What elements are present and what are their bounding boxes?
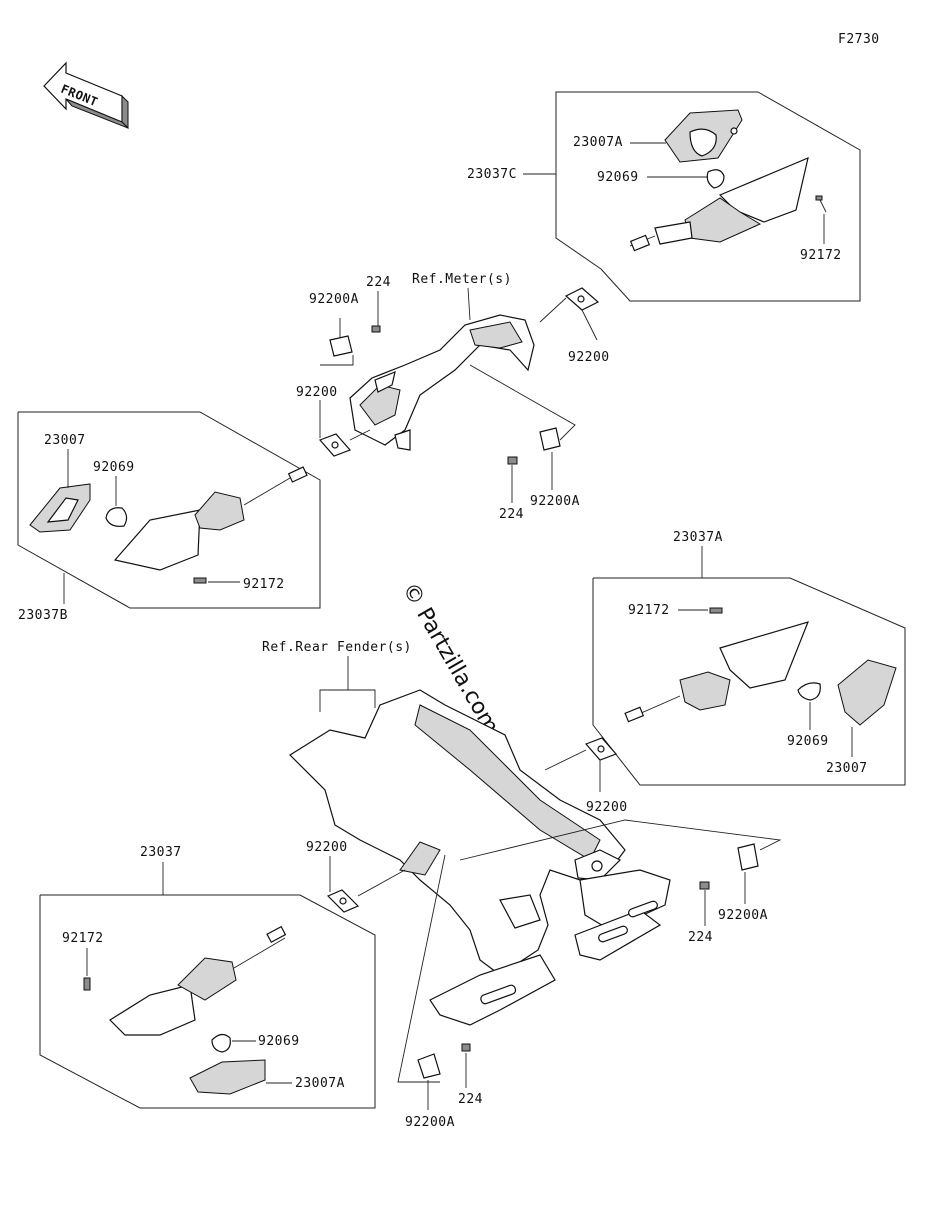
lens-23007a-bottom: [189, 1059, 266, 1095]
signal-body-top: [654, 156, 809, 245]
bulb-92069-left: [105, 507, 128, 527]
label-92200a-rear-right: 92200A: [718, 908, 768, 923]
label-23007-left: 23007: [44, 433, 86, 448]
label-92069-bottom: 92069: [258, 1034, 300, 1049]
signal-body-left: [113, 466, 308, 571]
gasket-92200-right: [584, 737, 618, 761]
frame-23037a: [592, 577, 906, 786]
figure-code: F2730: [838, 32, 880, 47]
label-224-bottom: 224: [458, 1092, 483, 1107]
lens-23007-right: [837, 659, 897, 726]
gasket-92200-mid: [318, 433, 352, 457]
clip-92200a-front-right: [539, 427, 561, 451]
label-92200-right: 92200: [586, 800, 628, 815]
ref-rear-fender-label: Ref.Rear Fender(s): [262, 640, 412, 655]
clip-92200a-bottom: [417, 1053, 441, 1079]
wire-connector-top: [629, 234, 656, 252]
screw-92172-bottom: [83, 977, 91, 991]
screw-224-bottom: [461, 1043, 471, 1052]
front-bracket: [349, 314, 535, 451]
front-arrow-icon: FRONT: [43, 61, 129, 130]
lens-23007-left: [29, 483, 91, 533]
clip-92200a-rear-right: [737, 843, 759, 871]
screw-92172-top: [815, 195, 827, 213]
label-23037b: 23037B: [18, 608, 68, 623]
label-92200-mid: 92200: [296, 385, 338, 400]
screw-224-front-left: [371, 325, 381, 333]
label-224-front-right: 224: [499, 507, 524, 522]
ref-meter-label: Ref.Meter(s): [412, 272, 512, 287]
label-92200a-front-left: 92200A: [309, 292, 359, 307]
screw-92172-left: [193, 577, 207, 584]
rear-bracket: [289, 689, 671, 1026]
frame-23037: [39, 894, 376, 1109]
label-92200a-front-right: 92200A: [530, 494, 580, 509]
label-92172-top: 92172: [800, 248, 842, 263]
gasket-92200-top: [564, 287, 600, 311]
label-92200-bottom: 92200: [306, 840, 348, 855]
bulb-92069-right: [797, 682, 821, 701]
screw-92172-right: [709, 607, 723, 614]
label-224-rear-right: 224: [688, 930, 713, 945]
signal-body-bottom: [109, 925, 287, 1036]
label-224-front-left: 224: [366, 275, 391, 290]
frame-23037c: [555, 91, 861, 302]
label-23037: 23037: [140, 845, 182, 860]
signal-body-right: [624, 621, 810, 723]
screw-224-rear-right: [699, 881, 710, 890]
bulb-92069-top: [706, 169, 725, 189]
clip-92200a-front-left: [329, 318, 353, 357]
label-92200a-bottom: 92200A: [405, 1115, 455, 1130]
label-92069-left: 92069: [93, 460, 135, 475]
gasket-92200-bottom: [326, 889, 360, 913]
bulb-92069-bottom: [211, 1033, 231, 1053]
label-92172-left: 92172: [243, 577, 285, 592]
screw-224-front-right: [507, 456, 518, 465]
frame-23037b: [17, 411, 321, 609]
label-92069-right: 92069: [787, 734, 829, 749]
label-92172-bottom: 92172: [62, 931, 104, 946]
label-23007a-bottom: 23007A: [295, 1076, 345, 1091]
label-92069-top: 92069: [597, 170, 639, 185]
label-23037c: 23037C: [467, 167, 517, 182]
label-23037a: 23037A: [673, 530, 723, 545]
label-23007a-top: 23007A: [573, 135, 623, 150]
label-92172-right: 92172: [628, 603, 670, 618]
label-23007-right: 23007: [826, 761, 868, 776]
lens-23007a-top: [664, 109, 743, 163]
label-92200-top: 92200: [568, 350, 610, 365]
